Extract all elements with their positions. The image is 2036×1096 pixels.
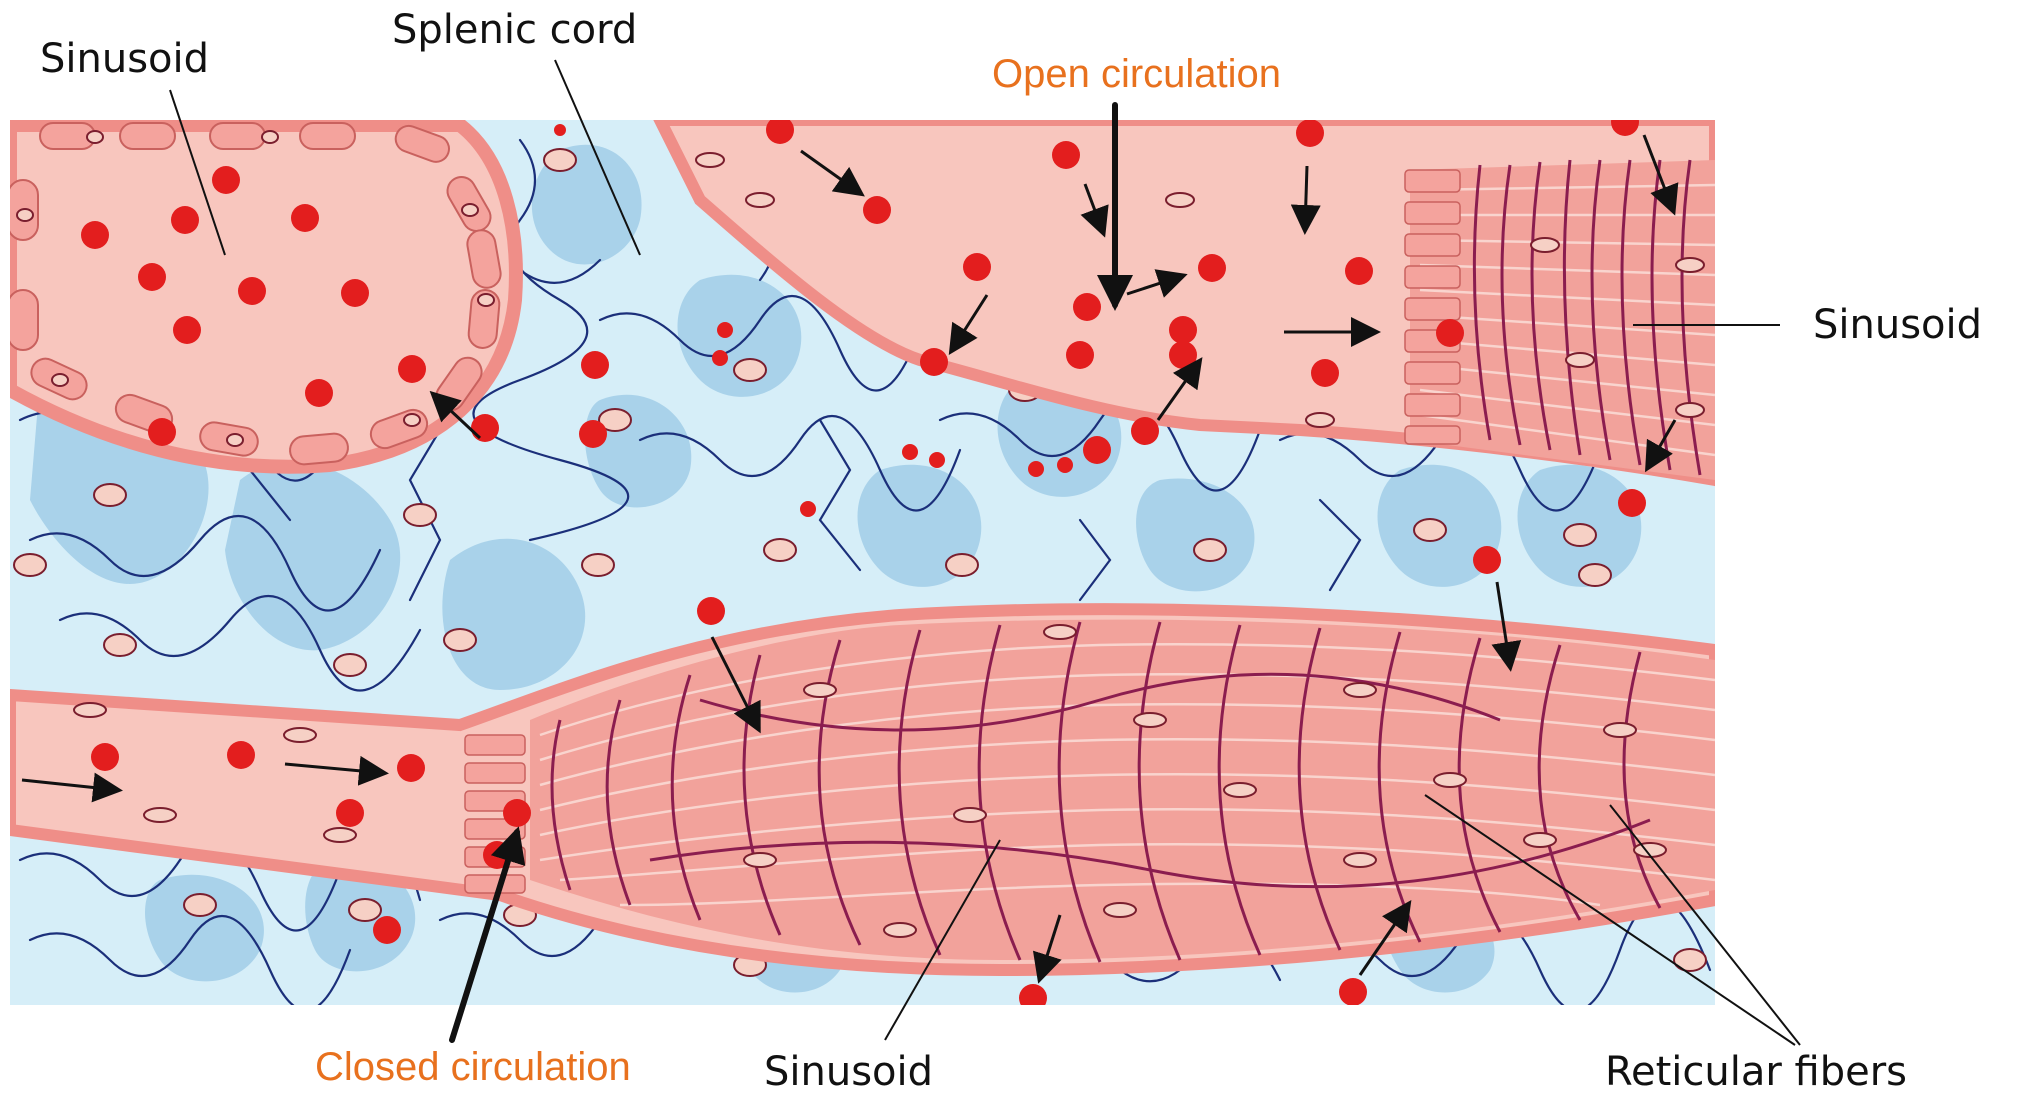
label-open-circulation: Open circulation — [992, 52, 1281, 96]
label-sinusoid-top-left: Sinusoid — [40, 36, 209, 82]
label-closed-circulation: Closed circulation — [315, 1045, 631, 1089]
tissue-panel — [8, 108, 1715, 1012]
label-reticular-fibers: Reticular fibers — [1605, 1049, 1907, 1095]
label-sinusoid-right: Sinusoid — [1813, 302, 1982, 348]
label-sinusoid-bottom: Sinusoid — [764, 1049, 933, 1095]
label-splenic-cord: Splenic cord — [392, 7, 637, 53]
